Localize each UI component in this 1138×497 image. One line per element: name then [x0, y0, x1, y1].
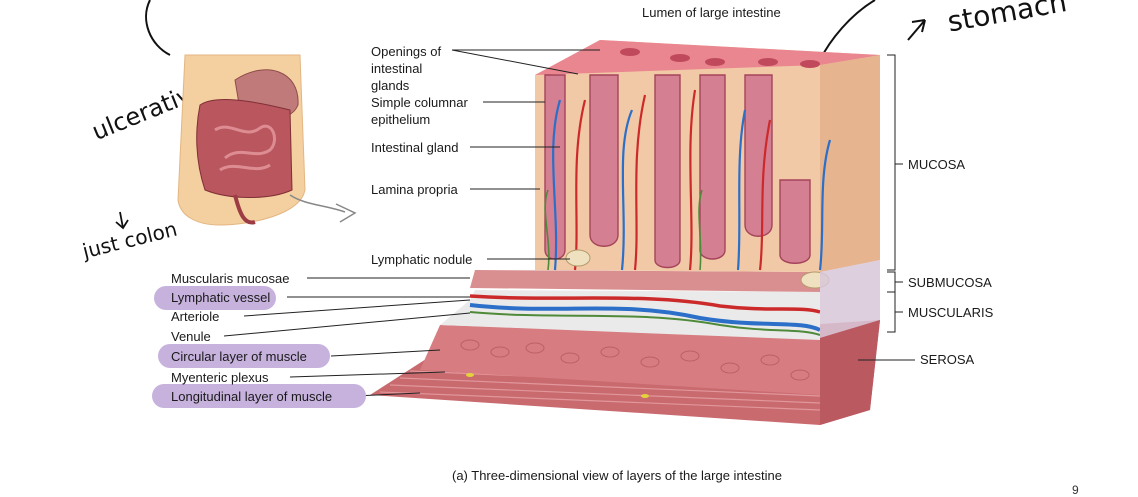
- highlight-lymphatic-vessel: [154, 286, 276, 310]
- label-lamina-propria: Lamina propria: [371, 182, 458, 197]
- muscularis-mucosae: [470, 270, 820, 292]
- label-submucosa: SUBMUCOSA: [908, 275, 992, 290]
- label-simple-columnar-epithelium: Simple columnar epithelium: [371, 95, 468, 127]
- lumen-surface: [535, 40, 880, 75]
- label-muscularis-mucosae: Muscularis mucosae: [171, 271, 290, 286]
- label-myenteric-plexus: Myenteric plexus: [171, 370, 269, 385]
- label-venule: Venule: [171, 329, 211, 344]
- label-arteriole: Arteriole: [171, 309, 220, 324]
- label-circular-layer: Circular layer of muscle: [171, 349, 307, 364]
- label-mucosa: MUCOSA: [908, 157, 966, 172]
- intestinal-glands: [544, 74, 811, 269]
- highlight-circular-layer: [158, 344, 330, 368]
- label-intestinal-gland: Intestinal gland: [371, 140, 459, 155]
- submucosa-layer: [440, 290, 820, 340]
- label-lymphatic-nodule: Lymphatic nodule: [371, 252, 473, 267]
- label-lymphatic-vessel: Lymphatic vessel: [171, 290, 271, 305]
- label-lumen: Lumen of large intestine: [642, 5, 781, 20]
- circular-muscle-layer: [420, 325, 820, 395]
- page-number: 9: [1072, 483, 1079, 497]
- label-muscularis: MUSCULARIS: [908, 305, 994, 320]
- figure-caption: (a) Three-dimensional view of layers of …: [452, 468, 782, 483]
- label-openings-glands: Openings of intestinal glands: [371, 44, 442, 93]
- highlight-longitudinal-layer: [152, 384, 366, 408]
- label-serosa: SEROSA: [920, 352, 975, 367]
- label-longitudinal-layer: Longitudinal layer of muscle: [171, 389, 333, 404]
